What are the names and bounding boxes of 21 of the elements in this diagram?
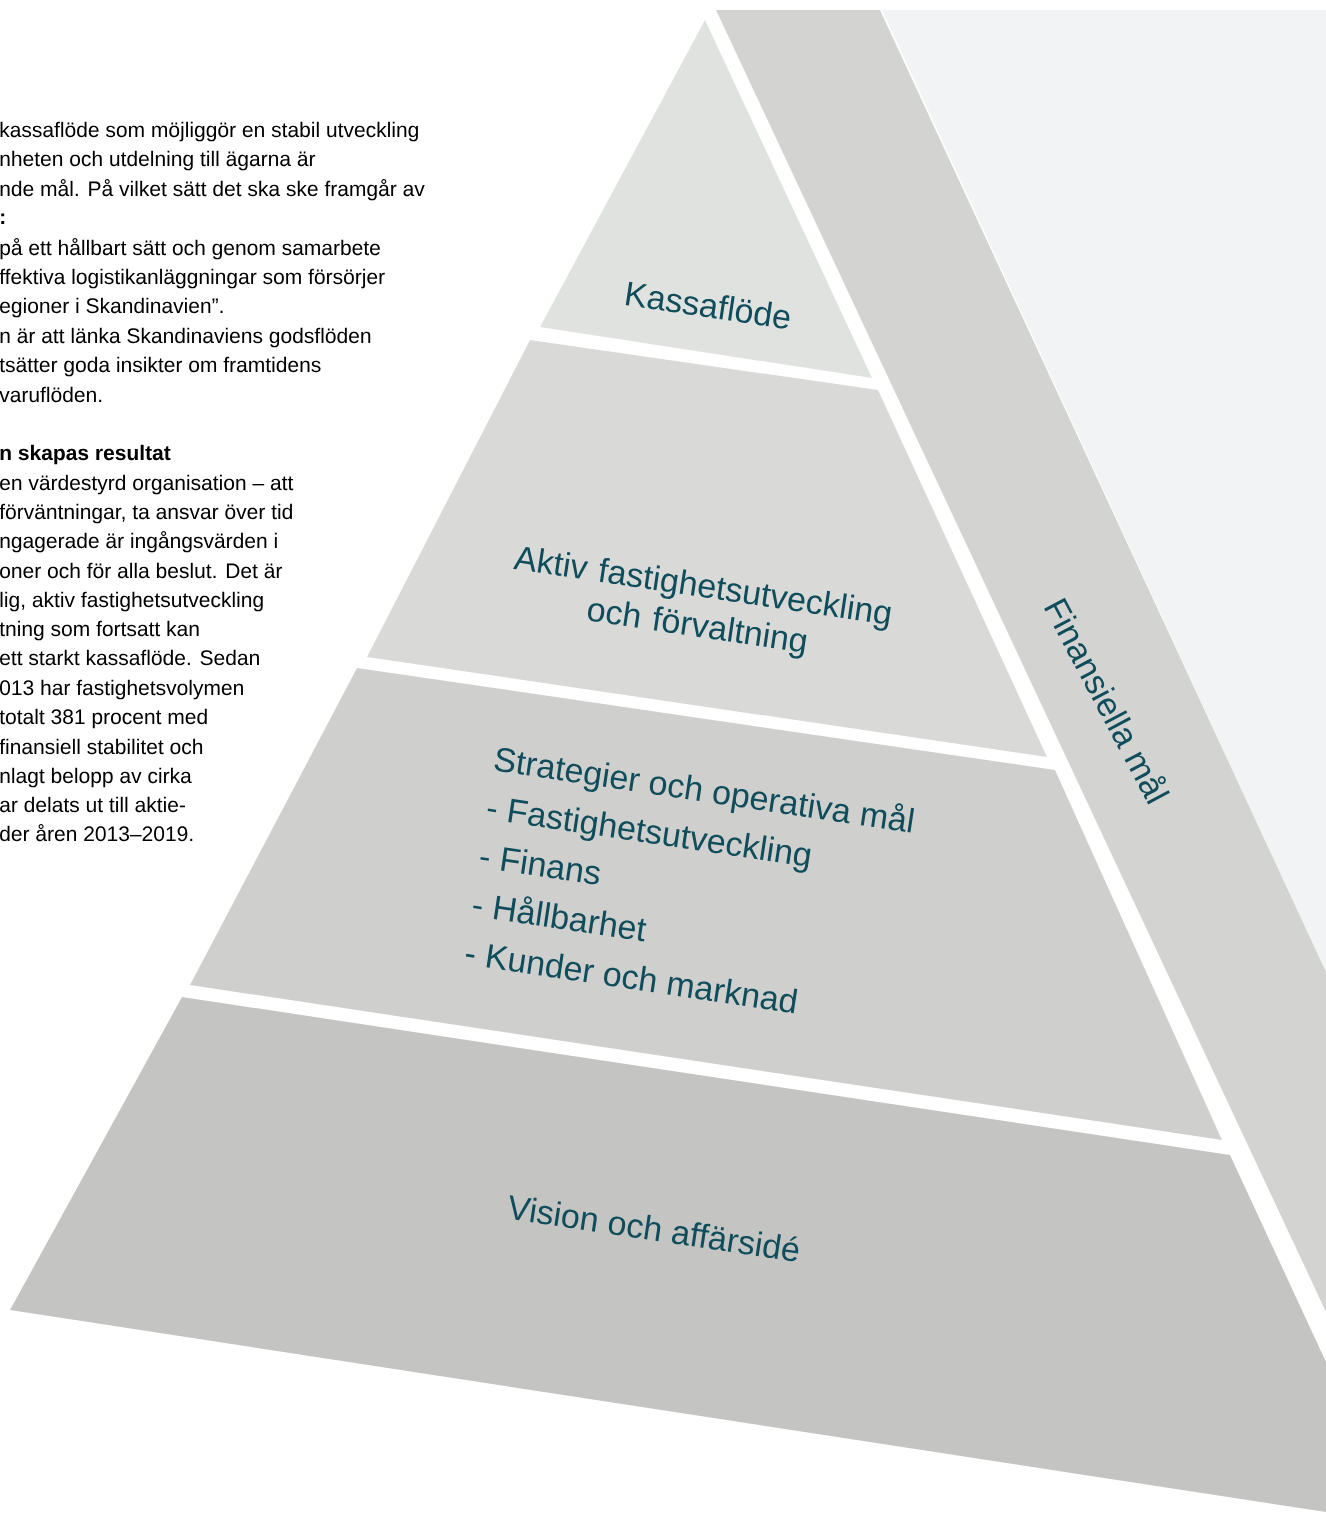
body-text: förväntningar, ta ansvar över tid bbox=[0, 503, 292, 524]
pyramid-tier: Kassaflöde bbox=[540, 20, 872, 378]
body-text: ett starkt kassaflöde. Sedan bbox=[0, 649, 259, 666]
body-text: kassaflöde som möjliggör en stabil utveckling bbox=[0, 121, 418, 142]
body-text: tning som fortsatt kan bbox=[0, 620, 199, 641]
body-text: oner och för alla beslut. Det är bbox=[0, 562, 283, 579]
body-text: tsätter goda insikter om framtidens bbox=[0, 356, 321, 377]
body-text: der åren 2013–2019. bbox=[0, 824, 193, 842]
body-text: ngagerade är ingångsvärden i bbox=[0, 531, 277, 553]
body-text: nheten och utdelning till ägarna är bbox=[0, 150, 316, 171]
body-text: egioner i Skandinavien”. bbox=[0, 297, 223, 318]
body-text: : bbox=[1, 213, 5, 224]
body-text: n skapas resultat bbox=[0, 444, 171, 465]
body-text: nde mål. På vilket sätt det ska ske framgår av bbox=[0, 179, 425, 201]
node-label: - Hållbarhet bbox=[473, 895, 647, 942]
body-text: lig, aktiv fastighetsutveckling bbox=[0, 591, 263, 612]
body-text: en värdestyrd organisation – att bbox=[0, 474, 294, 495]
body-text: på ett hållbart sätt och genom samarbete bbox=[0, 238, 380, 260]
body-text: varuflöden. bbox=[0, 386, 102, 403]
body-text: ffektiva logistikanläggningar som försörjer bbox=[0, 268, 385, 289]
body-text: nlagt belopp av cirka bbox=[0, 767, 192, 788]
